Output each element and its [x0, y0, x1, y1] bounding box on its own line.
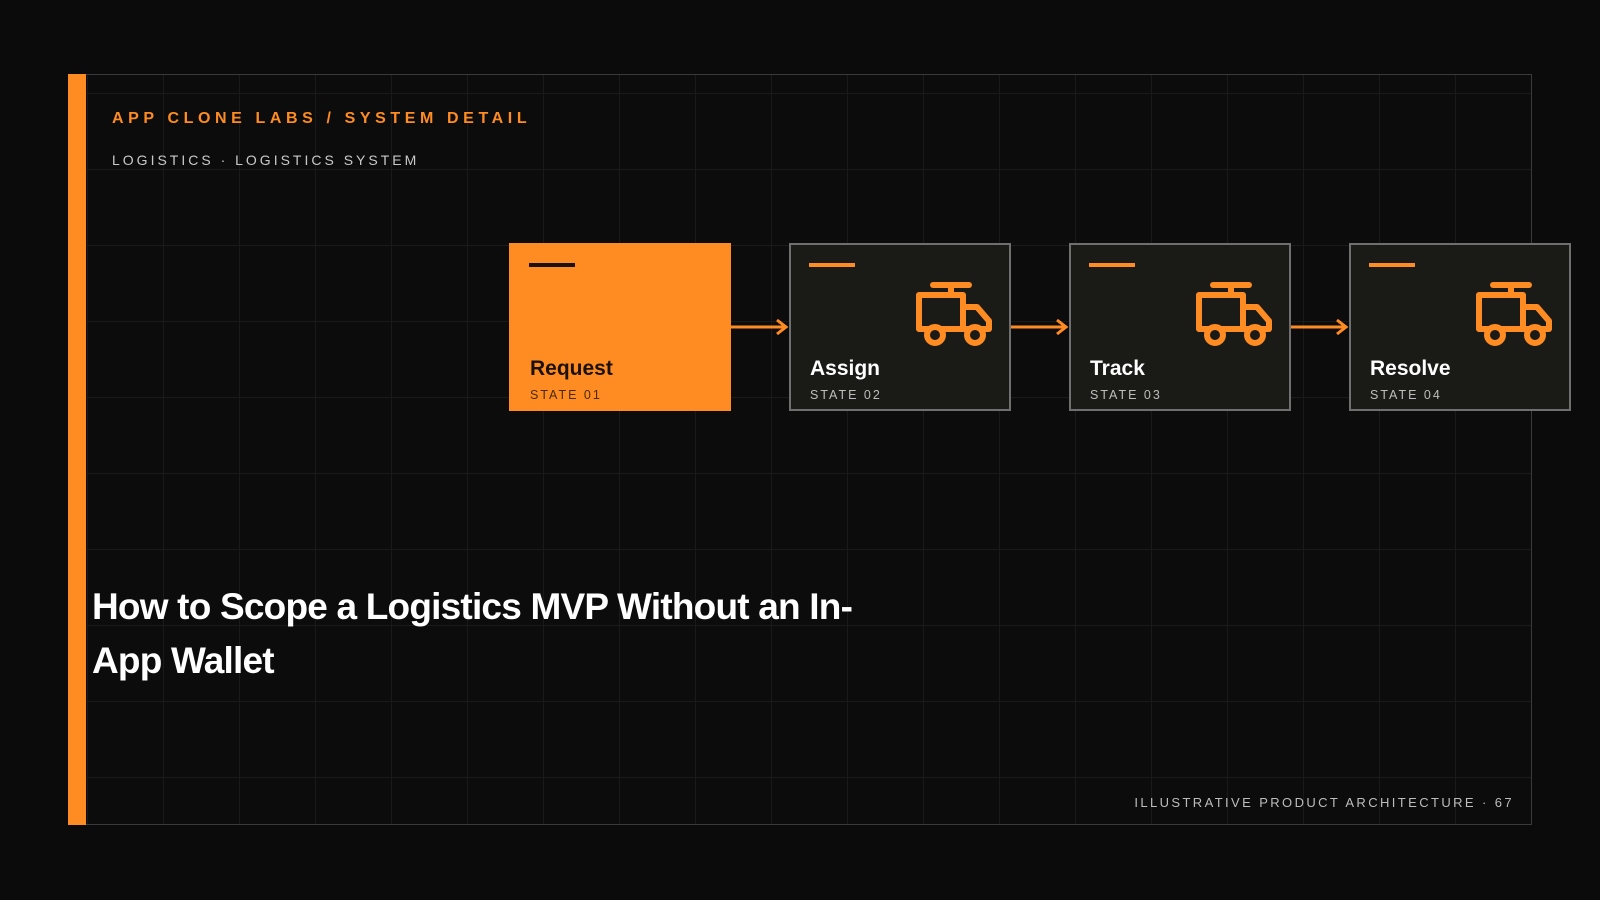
accent-bar — [68, 74, 86, 825]
arrow-right-icon — [1291, 318, 1349, 336]
section-subtitle: LOGISTICS · LOGISTICS SYSTEM — [112, 152, 420, 168]
node-label: Request — [530, 357, 613, 380]
arrow-right-icon — [731, 318, 789, 336]
flow-node-request: Request STATE 01 — [509, 243, 731, 411]
flow-node-resolve: Resolve STATE 04 — [1349, 243, 1571, 411]
node-dash-marker — [1089, 263, 1135, 267]
flow-node-track: Track STATE 03 — [1069, 243, 1291, 411]
node-state: STATE 04 — [1370, 388, 1442, 402]
node-state: STATE 03 — [1090, 388, 1162, 402]
node-dash-marker — [529, 263, 575, 267]
truck-icon — [1196, 282, 1272, 346]
arrow-right-icon — [1011, 318, 1069, 336]
slide-footer: ILLUSTRATIVE PRODUCT ARCHITECTURE · 67 — [1134, 795, 1514, 810]
node-dash-marker — [1369, 263, 1415, 267]
flow-node-assign: Assign STATE 02 — [789, 243, 1011, 411]
node-state: STATE 01 — [530, 388, 602, 402]
node-label: Track — [1090, 357, 1145, 380]
slide-headline: How to Scope a Logistics MVP Without an … — [92, 586, 853, 681]
node-label: Assign — [810, 357, 881, 380]
node-state: STATE 02 — [810, 388, 882, 402]
slide-frame — [68, 74, 1532, 825]
node-label: Resolve — [1370, 357, 1451, 380]
truck-icon — [1476, 282, 1552, 346]
node-dash-marker — [809, 263, 855, 267]
eyebrow-title: APP CLONE LABS / SYSTEM DETAIL — [112, 110, 532, 127]
truck-icon — [916, 282, 992, 346]
